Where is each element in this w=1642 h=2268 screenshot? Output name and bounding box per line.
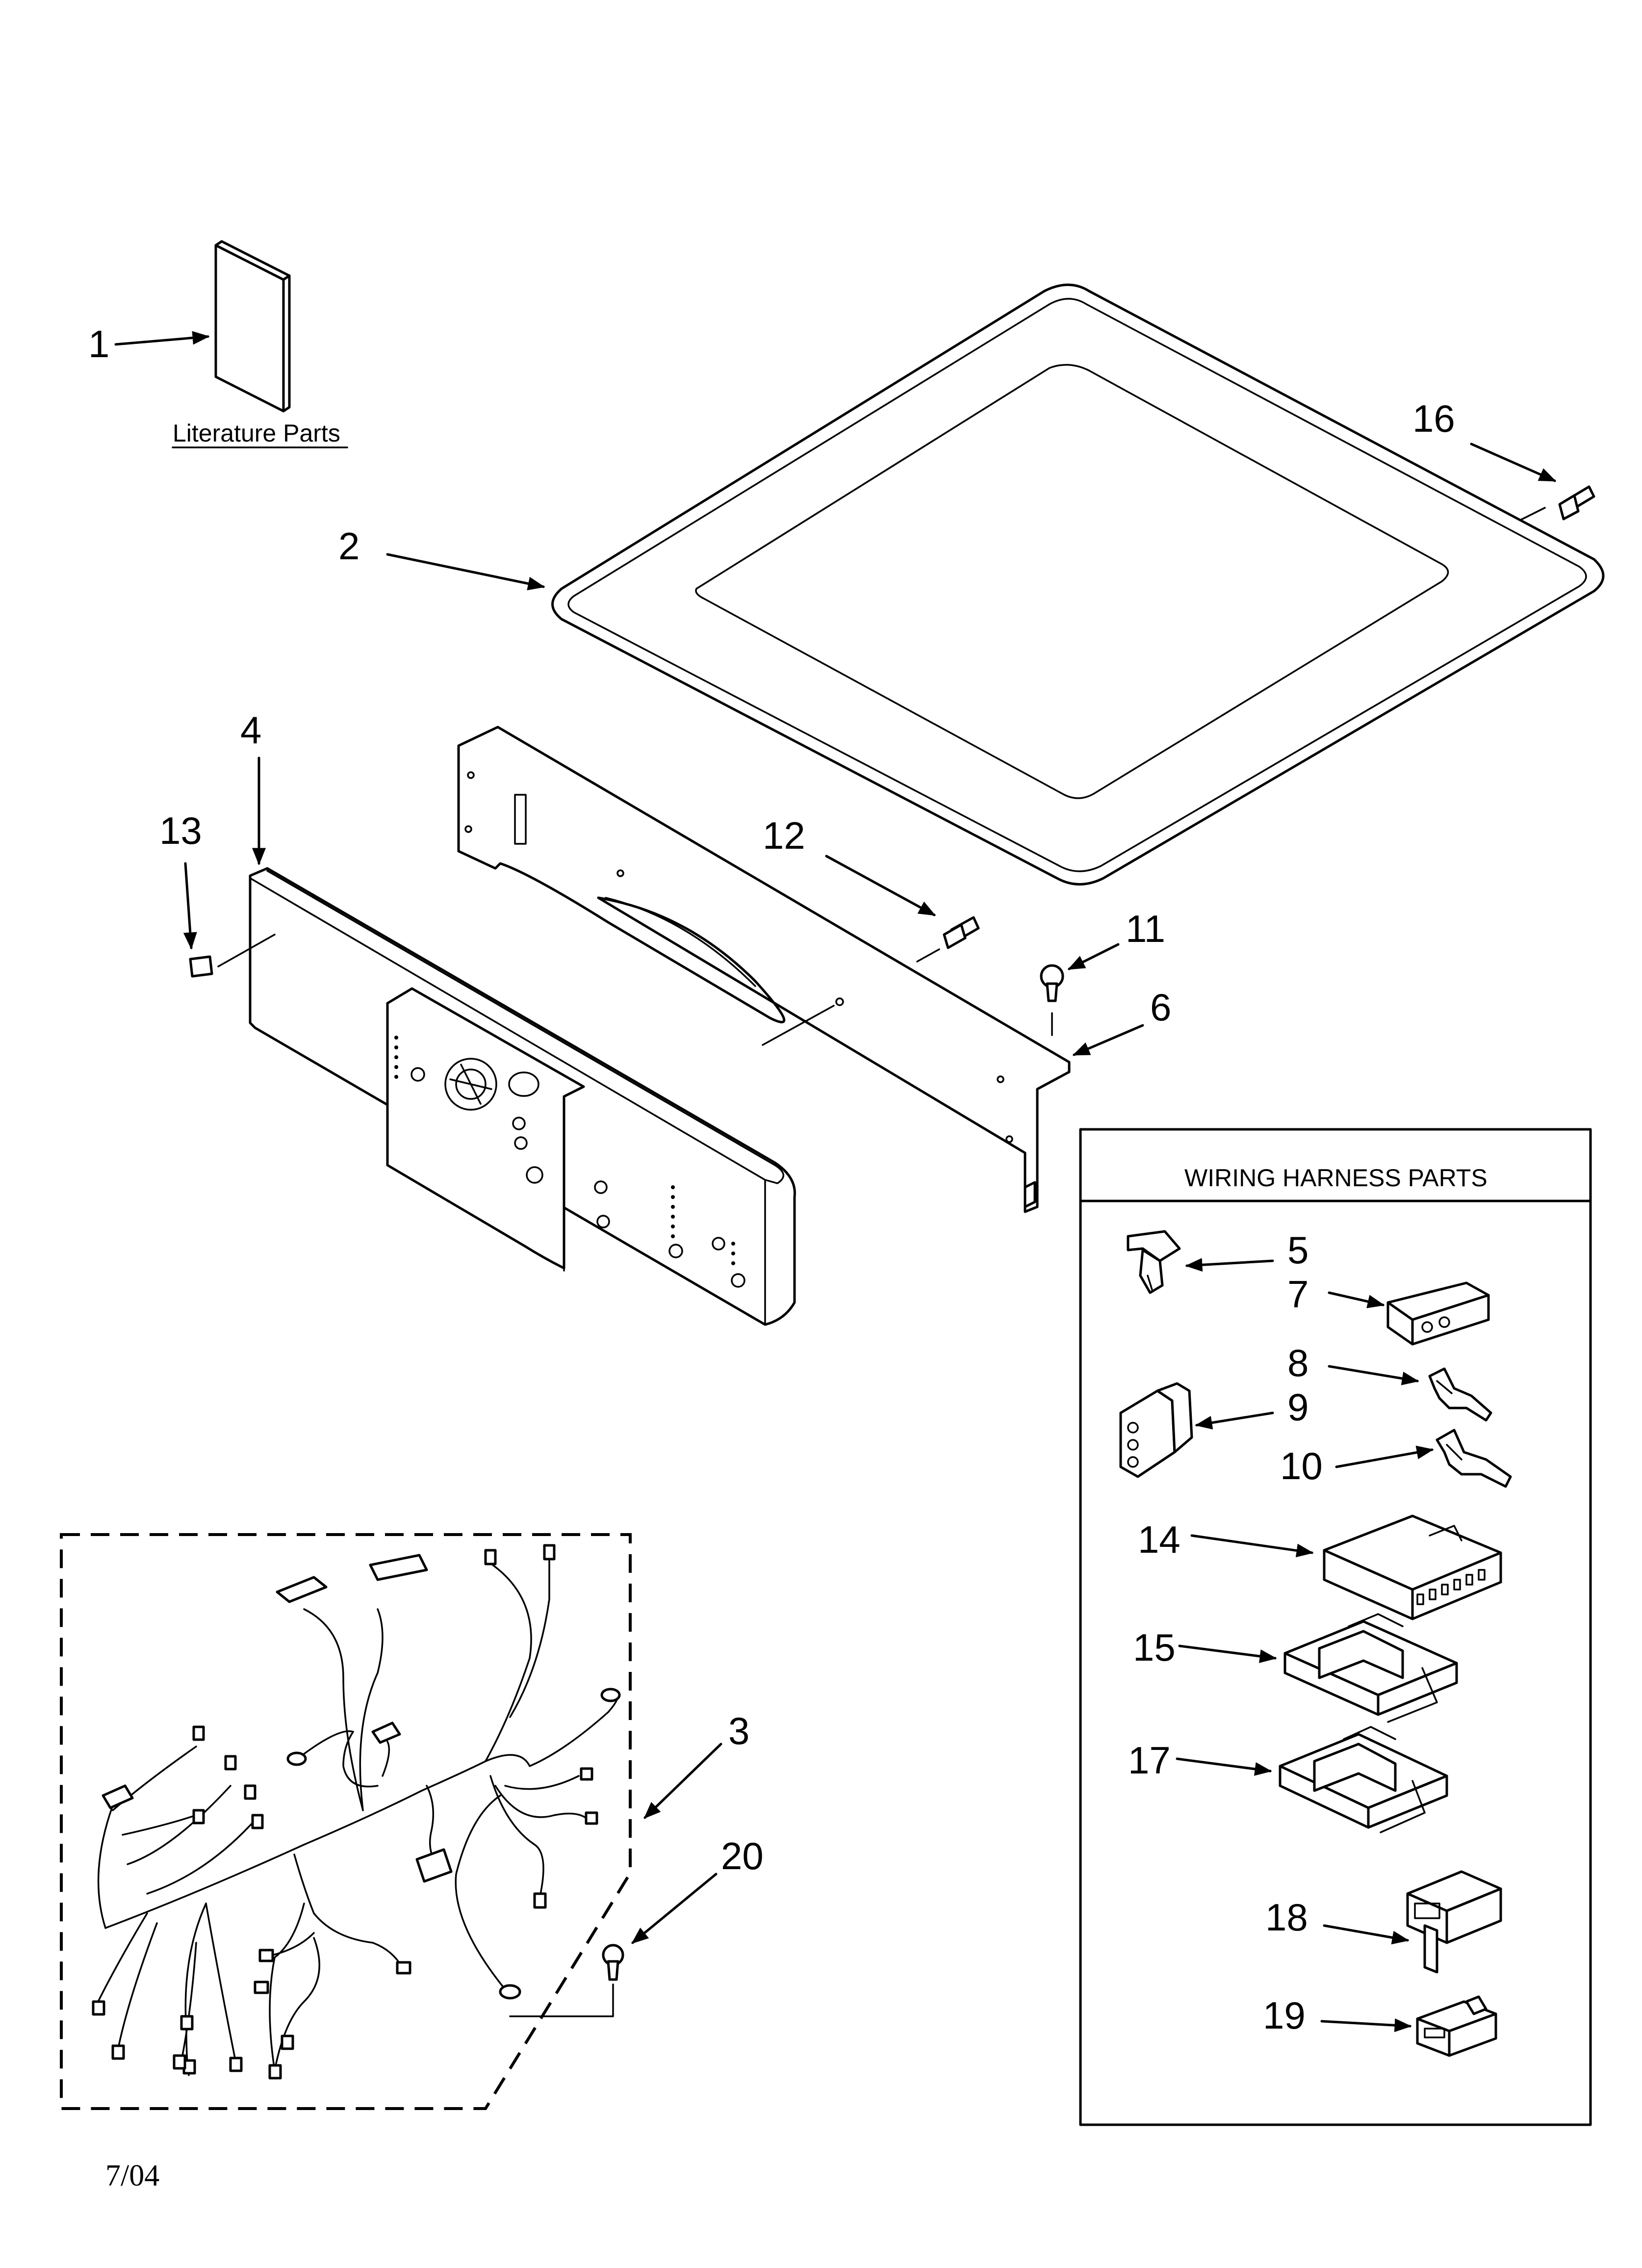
harness-dashed-border: [60, 1533, 632, 2110]
leader-15: [1178, 1644, 1277, 1663]
literature-booklet: [214, 240, 291, 413]
leader-19: [1320, 2018, 1412, 2033]
callout-14: 14: [1138, 1518, 1180, 1561]
clip-5: [1127, 1230, 1181, 1294]
top-panel: [551, 284, 1605, 886]
leader-1: [114, 331, 210, 346]
callout-12: 12: [763, 814, 805, 857]
leader-6: [1072, 1024, 1144, 1056]
leader-7: [1328, 1291, 1385, 1308]
literature-parts-label: Literature Parts: [173, 419, 340, 447]
leader-11: [1067, 943, 1120, 970]
leader-8: [1328, 1365, 1419, 1385]
callout-16: 16: [1412, 397, 1455, 440]
callout-19: 19: [1263, 1994, 1306, 2037]
housing-17: [1279, 1726, 1448, 1833]
housing-15: [1283, 1613, 1458, 1723]
leader-12: [825, 855, 936, 916]
date-code: 7/04: [105, 2159, 159, 2192]
callout-9: 9: [1287, 1385, 1308, 1429]
wiring-harness: [92, 1544, 621, 2080]
leader-2: [386, 553, 545, 591]
label-13: [189, 955, 213, 978]
wiring-harness-box: [1079, 1128, 1592, 2126]
callout-10: 10: [1280, 1444, 1323, 1487]
leader-5: [1185, 1258, 1274, 1272]
terminal-10: [1436, 1429, 1512, 1488]
callout-20: 20: [721, 1834, 764, 1877]
leader-9: [1195, 1411, 1274, 1430]
screw-16: [1519, 485, 1595, 521]
callout-6: 6: [1150, 986, 1171, 1029]
callout-3: 3: [728, 1709, 749, 1752]
screw-20: [509, 1944, 624, 2017]
module-14: [1323, 1514, 1502, 1620]
callout-7: 7: [1287, 1273, 1308, 1316]
callout-18: 18: [1265, 1896, 1308, 1939]
connector-7: [1386, 1281, 1490, 1346]
leader-3: [643, 1743, 722, 1819]
callout-8: 8: [1287, 1341, 1308, 1384]
leader-17: [1176, 1757, 1272, 1776]
callout-1: 1: [88, 322, 109, 365]
leader-14: [1190, 1534, 1314, 1558]
callout-2: 2: [338, 524, 359, 568]
connector-18: [1406, 1870, 1502, 1974]
terminal-8: [1428, 1367, 1492, 1422]
callout-11: 11: [1126, 907, 1165, 950]
leader-20: [631, 1873, 718, 1944]
screw-12: [916, 916, 980, 963]
leader-16: [1470, 443, 1557, 482]
plug-9: [1119, 1382, 1193, 1478]
callout-5: 5: [1287, 1228, 1308, 1272]
wiring-box-title: WIRING HARNESS PARTS: [1184, 1164, 1488, 1192]
callout-17: 17: [1128, 1739, 1171, 1782]
callout-4: 4: [240, 708, 261, 752]
screw-11: [1040, 964, 1064, 1036]
console-bracket: [457, 726, 1071, 1213]
leader-13: [183, 862, 197, 950]
control-console: [217, 867, 796, 1326]
leader-18: [1323, 1924, 1410, 1945]
leader-10: [1335, 1445, 1434, 1468]
connector-19: [1416, 1995, 1497, 2057]
callout-15: 15: [1133, 1626, 1176, 1669]
callout-13: 13: [159, 809, 202, 852]
